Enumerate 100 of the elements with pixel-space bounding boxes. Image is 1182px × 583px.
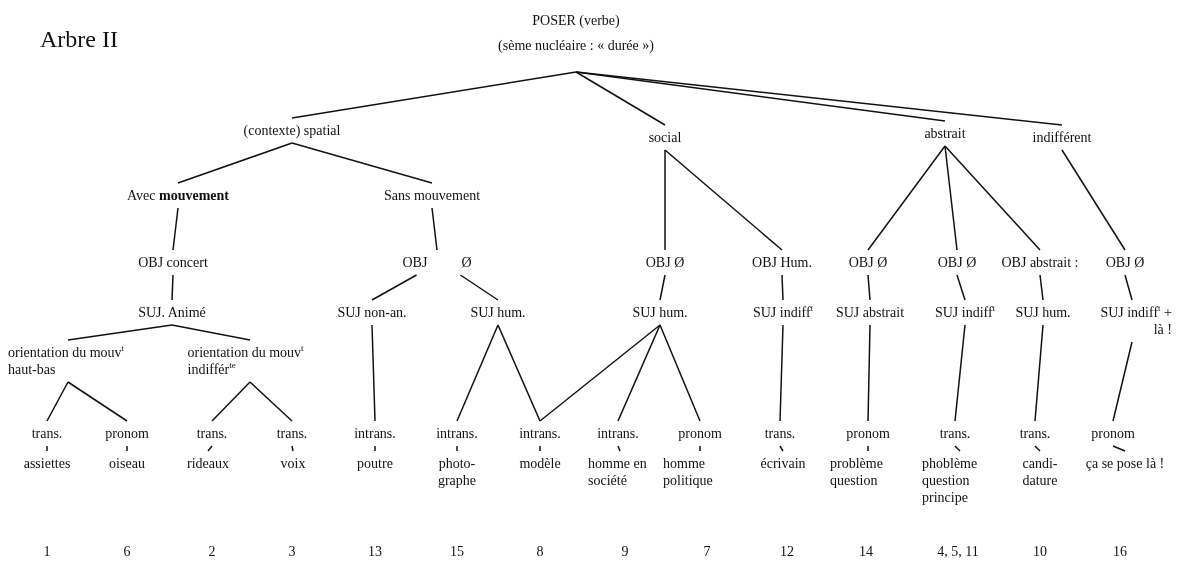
tree-node-label: Ø: [461, 254, 472, 271]
tree-branch-line: [779, 445, 784, 452]
tree-node-label: écrivain: [760, 455, 806, 472]
tree-branch-line: [126, 445, 128, 452]
tree-node-label: Avec mouvement: [127, 187, 229, 204]
tree-branch-line: [67, 381, 128, 422]
tree-node-label: OBJ Ø: [1105, 254, 1145, 271]
tree-node-label: homme politique: [663, 455, 714, 489]
tree-node-label: SUJ non-an.: [337, 304, 407, 321]
tree-node-label: rideaux: [187, 455, 229, 472]
tree-node-label: SUJ hum.: [1015, 304, 1071, 321]
tree-branch-line: [371, 324, 376, 422]
tree-branch-line: [664, 149, 783, 251]
example-number: 14: [859, 543, 873, 560]
tree-node-label: OBJ: [402, 254, 428, 271]
tree-branch-line: [1061, 149, 1126, 251]
tree-node-label: pronom: [846, 425, 890, 442]
tree-node-label: OBJ Ø: [937, 254, 977, 271]
tree-node-label: intrans.: [436, 425, 478, 442]
example-number: 9: [621, 543, 629, 560]
tree-branch-line: [954, 445, 961, 452]
tree-branch-line: [944, 145, 958, 251]
tree-node-label: modèle: [519, 455, 561, 472]
tree-branch-line: [456, 445, 458, 452]
tree-node-label: indifférent: [1032, 129, 1092, 146]
tree-branch-line: [575, 71, 1063, 126]
tree-node-label: Sans mouvement: [384, 187, 480, 204]
tree-node-label: pronom: [678, 425, 722, 442]
tree-node-label: intrans.: [354, 425, 396, 442]
tree-branch-line: [1039, 274, 1044, 301]
tree-node-label: poutre: [357, 455, 393, 472]
tree-node-label: social: [648, 129, 682, 146]
tree-branch-line: [1124, 274, 1133, 301]
tree-node-label: OBJ Hum.: [752, 254, 812, 271]
tree-node-label: trans.: [276, 425, 308, 442]
example-number: 8: [536, 543, 544, 560]
tree-branch-line: [956, 274, 966, 301]
tree-node-label: SUJ indiff$^{t}$ + là !: [1099, 304, 1172, 338]
tree-branch-line: [459, 274, 499, 301]
tree-node-label: intrans.: [597, 425, 639, 442]
tree-node-label: SUJ hum.: [470, 304, 526, 321]
tree-branch-line: [67, 324, 173, 341]
tree-branch-line: [539, 445, 541, 452]
example-number: 7: [703, 543, 711, 560]
example-number: 4, 5, 11: [937, 543, 979, 560]
tree-node-label: trans.: [939, 425, 971, 442]
tree-branch-line: [867, 145, 946, 251]
tree-node-label: OBJ abstrait :: [1001, 254, 1079, 271]
tree-branch-line: [699, 445, 701, 452]
tree-branch-line: [291, 71, 577, 119]
tree-branch-line: [46, 381, 69, 422]
tree-node-label: OBJ Ø: [645, 254, 685, 271]
tree-node-label: candi- dature: [1021, 455, 1059, 489]
tree-branch-line: [371, 274, 418, 301]
example-number: 1: [43, 543, 51, 560]
tree-node-label: ça se pose là !: [1085, 455, 1165, 472]
example-number: 3: [288, 543, 296, 560]
tree-node-label: trans.: [196, 425, 228, 442]
tree-branch-line: [291, 445, 294, 452]
tree-branch-line: [1112, 445, 1126, 452]
tree-node-label: orientation du mouv$^{t}$ indiffér$^{te}$: [187, 344, 305, 378]
tree-branch-line: [867, 324, 871, 422]
tree-branch-line: [664, 149, 666, 251]
tree-branch-line: [954, 324, 966, 422]
tree-branch-line: [431, 207, 438, 251]
tree-node-label: pronom: [105, 425, 149, 442]
tree-branch-line: [249, 381, 293, 422]
diagram-title: Arbre II: [40, 26, 118, 53]
tree-branch-line: [617, 445, 621, 452]
tree-branch-line: [172, 207, 179, 251]
tree-branch-line: [177, 142, 293, 184]
tree-node-label: pronom: [1091, 425, 1135, 442]
tree-branch-line: [211, 381, 251, 422]
tree-node-label: (sème nucléaire : « durée »): [498, 37, 654, 54]
tree-branch-line: [171, 274, 174, 301]
example-number: 15: [450, 543, 464, 560]
example-number: 2: [208, 543, 216, 560]
tree-branch-line: [291, 142, 433, 184]
tree-node-label: photo- graphe: [436, 455, 478, 489]
tree-node-label: phoblème question principe: [922, 455, 979, 506]
tree-node-label: homme en société: [588, 455, 648, 489]
tree-node-label: SUJ indiff$^{t}$: [934, 304, 996, 321]
tree-node-label: OBJ Ø: [848, 254, 888, 271]
tree-node-label: orientation du mouv$^{t}$ haut-bas: [8, 344, 126, 378]
tree-branch-line: [46, 445, 48, 452]
tree-node-label: problème question: [830, 455, 884, 489]
example-number: 13: [368, 543, 382, 560]
tree-node-label: SUJ abstrait: [835, 304, 905, 321]
tree-node-label: SUJ hum.: [632, 304, 688, 321]
tree-node-label: trans.: [764, 425, 796, 442]
example-number: 16: [1113, 543, 1127, 560]
tree-branch-line: [456, 324, 499, 422]
tree-node-label: intrans.: [519, 425, 561, 442]
tree-node-label: abstrait: [924, 125, 966, 142]
tree-branch-line: [867, 445, 869, 452]
tree-branch-line: [207, 445, 213, 452]
tree-node-label: oiseau: [109, 455, 145, 472]
tree-branch-line: [1034, 324, 1044, 422]
tree-branch-line: [374, 445, 376, 452]
example-number: 6: [123, 543, 131, 560]
